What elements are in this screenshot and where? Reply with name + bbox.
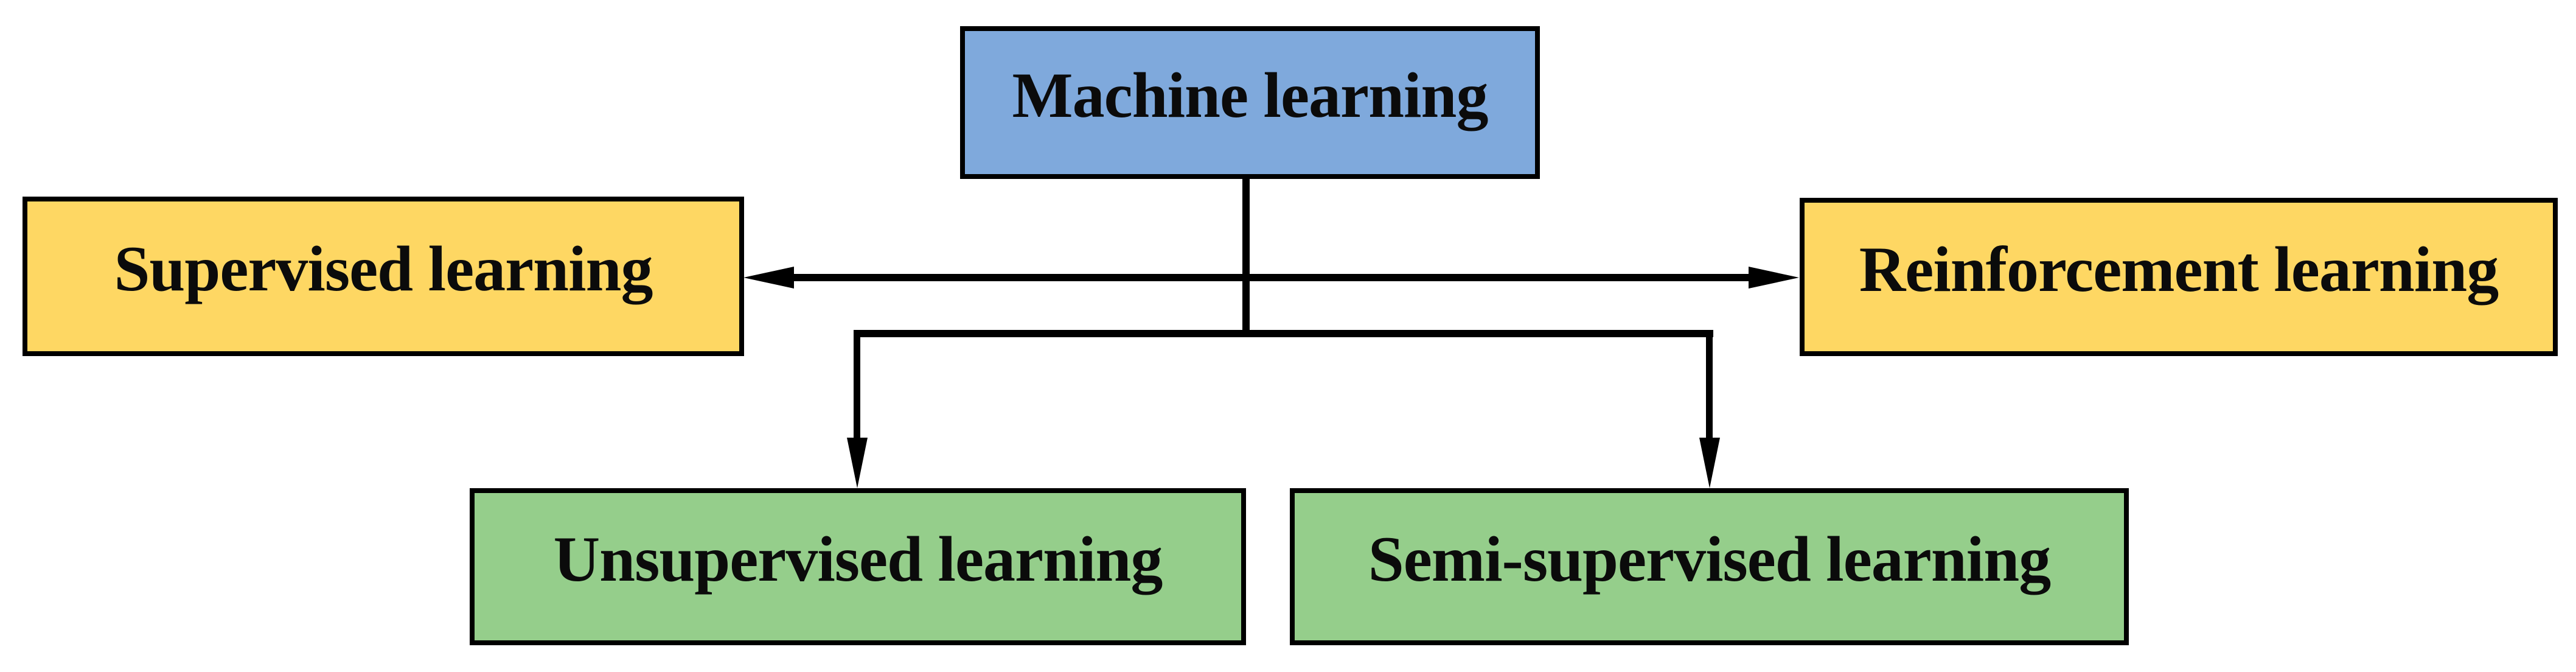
node-semi-supervised-learning-label: Semi-supervised learning xyxy=(1368,523,2051,595)
node-unsupervised-learning-label: Unsupervised learning xyxy=(553,523,1163,595)
node-reinforcement-learning: Reinforcement learning xyxy=(1800,198,2558,356)
connector-horizontal-arrow-shaft xyxy=(788,274,1753,281)
node-machine-learning: Machine learning xyxy=(960,26,1540,179)
node-supervised-learning: Supervised learning xyxy=(23,197,744,356)
node-machine-learning-label: Machine learning xyxy=(1012,59,1489,131)
connector-lower-rail-line xyxy=(854,330,1713,337)
connector-drop-left-line xyxy=(854,330,860,438)
node-unsupervised-learning: Unsupervised learning xyxy=(470,488,1246,645)
arrow-down-right-icon xyxy=(1699,438,1720,488)
arrow-left-icon xyxy=(743,267,794,289)
node-reinforcement-learning-label: Reinforcement learning xyxy=(1859,234,2499,305)
arrow-right-icon xyxy=(1749,267,1799,289)
arrow-down-left-icon xyxy=(847,438,868,488)
connector-drop-right-line xyxy=(1706,330,1713,438)
node-semi-supervised-learning: Semi-supervised learning xyxy=(1290,488,2129,645)
connector-stem-line xyxy=(1242,177,1250,337)
node-supervised-learning-label: Supervised learning xyxy=(114,233,653,304)
